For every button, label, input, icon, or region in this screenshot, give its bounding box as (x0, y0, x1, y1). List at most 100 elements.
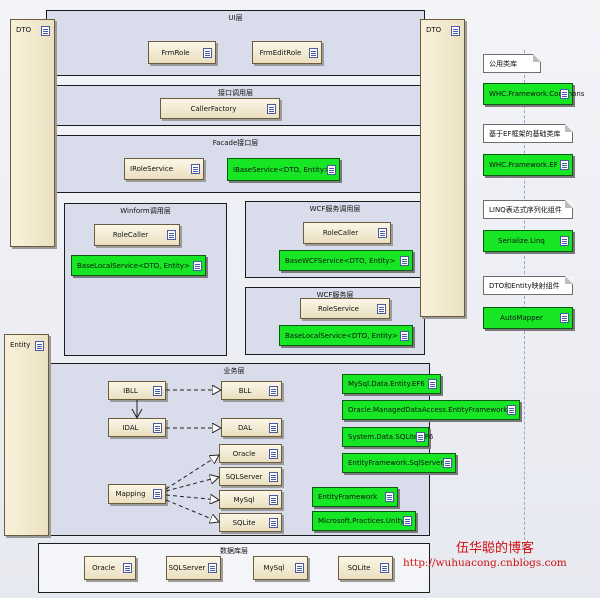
blog-url[interactable]: http://wuhuacong.cnblogs.com (403, 557, 567, 569)
wcf-service-layer-title: WCF服务层 (316, 291, 354, 299)
mysql-ef-label: MySql.Data.Entity.EF6 (348, 380, 425, 388)
class-icon (451, 26, 460, 36)
oracle-ef-package[interactable]: Oracle.ManagedDataAccess.EntityFramework (342, 400, 520, 420)
unity-package[interactable]: Microsoft.Practices.Unity (312, 511, 416, 531)
commons-package[interactable]: WHC.Framework.Commons (483, 83, 584, 105)
class-icon (41, 26, 50, 36)
class-icon (269, 494, 278, 505)
mapping-to-oracle-link (165, 455, 219, 490)
base-service-label: IBaseService<DTO, Entity> (233, 165, 330, 174)
wcf-role-caller-class[interactable]: RoleCaller (303, 222, 391, 244)
frm-role-class[interactable]: FrmRole (148, 41, 216, 64)
class-icon (269, 422, 278, 433)
legend-note-commons-text: 公用类库 (489, 60, 517, 68)
oracle-ef-label: Oracle.ManagedDataAccess.EntityFramework (348, 406, 508, 414)
db-sqlserver-class[interactable]: SQLServer (166, 556, 221, 580)
dto-left-object[interactable]: DTO (10, 19, 55, 247)
legend-note-automapper: DTO和Entity映射组件 (483, 276, 573, 295)
wcf-role-caller-label: RoleCaller (322, 229, 359, 237)
db-sqlite-label: SQLite (347, 564, 371, 572)
db-mysql-class[interactable]: MySql (253, 556, 308, 580)
role-service-class[interactable]: RoleService (300, 298, 390, 319)
legend-note-ef: 基于EF框架的基础类库 (483, 124, 573, 143)
dto-right-object[interactable]: DTO (420, 19, 465, 317)
sqlserver-ef-package[interactable]: EntityFramework.SqlServer (342, 453, 456, 473)
linq-package-label: Serialize.Linq (498, 237, 545, 245)
class-icon (377, 303, 386, 314)
mapping-class[interactable]: Mapping (108, 484, 166, 504)
caller-factory-class[interactable]: CallerFactory (160, 98, 280, 119)
ibll-label: IBLL (123, 386, 138, 395)
db-oracle-label: Oracle (92, 564, 115, 572)
package-icon (560, 89, 569, 99)
db-sqlserver-label: SQLServer (168, 564, 206, 572)
class-icon (153, 489, 162, 499)
sqlserver-mapping-class[interactable]: SQLServer (219, 467, 282, 486)
class-icon (267, 103, 276, 114)
dto-left-label: DTO (16, 26, 32, 34)
ui-layer-title: UI层 (228, 14, 243, 22)
class-icon (309, 47, 318, 58)
winform-base-local-service-package[interactable]: BaseLocalService<DTO, Entity> (71, 255, 206, 276)
legend-note-automapper-text: DTO和Entity映射组件 (489, 282, 560, 290)
class-icon (269, 471, 278, 482)
class-icon (378, 228, 387, 238)
idal-label: IDAL (122, 423, 139, 432)
dto-right-label: DTO (426, 26, 442, 34)
package-icon (327, 164, 336, 175)
package-icon (400, 255, 409, 266)
class-icon (203, 47, 212, 58)
frm-edit-role-class[interactable]: FrmEditRole (252, 41, 322, 64)
class-icon (208, 563, 217, 573)
linq-package[interactable]: Serialize.Linq (483, 230, 573, 252)
winform-role-caller-class[interactable]: RoleCaller (94, 224, 180, 246)
winform-call-layer-title: Winform调用层 (120, 207, 171, 215)
automapper-package-label: AutoMapper (500, 314, 543, 322)
frm-edit-role-label: FrmEditRole (259, 48, 302, 57)
ef-package-label: WHC.Framework.EF (489, 161, 558, 169)
legend-note-commons: 公用类库 (483, 54, 541, 73)
bll-label: BLL (238, 386, 252, 395)
wcf-base-local-service-package[interactable]: BaseLocalService<DTO, Entity> (279, 325, 413, 346)
package-icon (193, 260, 202, 271)
base-wcf-service-package[interactable]: BaseWCFService<DTO, Entity> (279, 250, 413, 271)
sqlite-ef-package[interactable]: System.Data.SQLite.EF6 (342, 427, 433, 447)
class-icon (295, 563, 304, 573)
entity-framework-package[interactable]: EntityFramework (312, 487, 398, 507)
entity-object[interactable]: Entity (4, 334, 49, 536)
dal-class[interactable]: DAL (221, 418, 282, 437)
package-icon (443, 458, 452, 468)
base-service-package[interactable]: IBaseService<DTO, Entity> (227, 158, 340, 181)
mapping-to-sqlserver-link (165, 477, 219, 492)
facade-layer-title: Facade接口层 (212, 139, 259, 147)
wcf-call-layer-title: WCF服务调用层 (309, 205, 361, 213)
bll-class[interactable]: BLL (221, 381, 282, 400)
class-icon (269, 448, 278, 459)
db-oracle-class[interactable]: Oracle (84, 556, 136, 580)
package-icon (403, 516, 412, 526)
legend-note-ef-text: 基于EF框架的基础类库 (489, 130, 561, 138)
package-icon (560, 313, 569, 323)
sqlite-ef-label: System.Data.SQLite.EF6 (348, 433, 434, 441)
package-icon (400, 330, 409, 341)
irole-service-class[interactable]: IRoleService (124, 158, 204, 180)
db-sqlite-class[interactable]: SQLite (338, 556, 393, 580)
automapper-package[interactable]: AutoMapper (483, 307, 573, 329)
entity-label: Entity (10, 341, 31, 349)
class-icon (269, 517, 278, 528)
class-icon (191, 164, 200, 174)
class-icon (153, 422, 162, 433)
caller-factory-label: CallerFactory (190, 104, 237, 113)
irole-service-label: IRoleService (130, 165, 174, 173)
ef-package[interactable]: WHC.Framework.EF (483, 154, 573, 176)
ibll-class[interactable]: IBLL (108, 381, 166, 400)
sqlite-mapping-class[interactable]: SQLite (219, 513, 282, 532)
mysql-ef-package[interactable]: MySql.Data.Entity.EF6 (342, 374, 441, 394)
package-icon (428, 379, 437, 389)
package-icon (385, 492, 394, 502)
class-icon (153, 385, 162, 396)
base-wcf-service-label: BaseWCFService<DTO, Entity> (285, 256, 396, 265)
oracle-mapping-class[interactable]: Oracle (219, 444, 282, 463)
frm-role-label: FrmRole (161, 48, 190, 57)
